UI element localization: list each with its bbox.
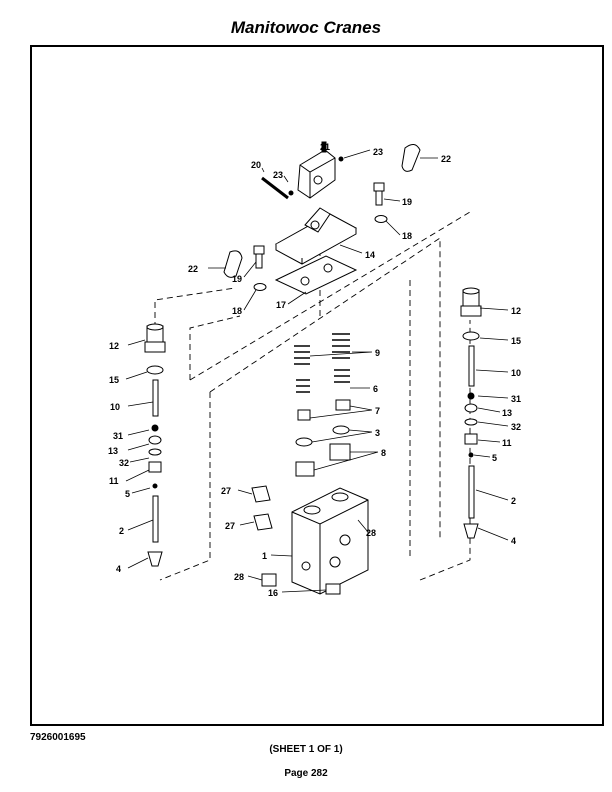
link-22-left <box>223 250 243 278</box>
callout-1: 1 <box>262 551 267 561</box>
callout-28: 28 <box>366 528 376 538</box>
callout-20: 20 <box>251 160 261 170</box>
callout-15: 15 <box>109 375 119 385</box>
callout-14: 14 <box>365 250 375 260</box>
callout-22: 22 <box>188 264 198 274</box>
base-plate-14 <box>274 207 358 265</box>
left-spool-stack <box>144 323 166 567</box>
callout-21: 21 <box>320 142 330 152</box>
page-title: Manitowoc Cranes <box>230 18 382 37</box>
part-number: 7926001695 <box>30 732 86 743</box>
callout-4: 4 <box>511 536 516 546</box>
callout-19: 19 <box>402 197 412 207</box>
callout-32: 32 <box>511 422 521 432</box>
collars-7 <box>297 399 351 421</box>
washer-18-left <box>253 283 267 291</box>
gasket-17 <box>274 255 358 295</box>
screw-19-left <box>253 245 265 269</box>
springs-9 <box>294 333 350 365</box>
sheet-label: (SHEET 1 OF 1) <box>269 744 343 755</box>
callout-19: 19 <box>232 274 242 284</box>
ball-23a <box>288 190 294 196</box>
callout-2: 2 <box>511 496 516 506</box>
callout-18: 18 <box>402 231 412 241</box>
callout-labels: 21 23 20 23 22 19 18 14 22 19 18 17 12 1… <box>108 142 521 598</box>
callout-10: 10 <box>511 368 521 378</box>
right-spool-stack <box>460 287 482 539</box>
callout-32: 32 <box>119 458 129 468</box>
callout-4: 4 <box>116 564 121 574</box>
callout-10: 10 <box>110 402 120 412</box>
callout-31: 31 <box>511 394 521 404</box>
callout-8: 8 <box>381 448 386 458</box>
callout-9: 9 <box>375 348 380 358</box>
callout-18: 18 <box>232 306 242 316</box>
seats-3 <box>295 425 350 447</box>
callout-6: 6 <box>373 384 378 394</box>
callout-5: 5 <box>492 453 497 463</box>
page-number: Page 282 <box>284 768 328 779</box>
callout-22: 22 <box>441 154 451 164</box>
leader-lines <box>125 142 509 593</box>
link-22-right <box>401 144 421 172</box>
retainers-8 <box>295 443 351 477</box>
callout-12: 12 <box>511 306 521 316</box>
pin-20 <box>261 176 289 200</box>
actuator-housing <box>297 141 336 199</box>
drawing-frame <box>30 45 604 726</box>
ball-23b <box>338 156 344 162</box>
callout-5: 5 <box>125 489 130 499</box>
valve-body-1 <box>291 487 369 595</box>
callout-3: 3 <box>375 428 380 438</box>
callout-23: 23 <box>273 170 283 180</box>
callout-12: 12 <box>109 341 119 351</box>
callout-11: 11 <box>109 476 119 486</box>
callout-15: 15 <box>511 336 521 346</box>
screw-19-right <box>373 182 385 206</box>
plug-28-fitting <box>261 573 277 587</box>
callout-2: 2 <box>119 526 124 536</box>
callout-27: 27 <box>221 486 231 496</box>
callout-7: 7 <box>375 406 380 416</box>
callout-13: 13 <box>502 408 512 418</box>
callout-17: 17 <box>276 300 286 310</box>
callout-28: 28 <box>234 572 244 582</box>
plugs-27 <box>251 485 273 531</box>
callout-27: 27 <box>225 521 235 531</box>
callout-23: 23 <box>373 147 383 157</box>
callout-16: 16 <box>268 588 278 598</box>
plug-16 <box>325 583 341 595</box>
washer-18-right <box>374 215 388 223</box>
callout-11: 11 <box>502 438 512 448</box>
callout-31: 31 <box>113 431 123 441</box>
springs-6 <box>296 369 350 393</box>
callout-13: 13 <box>108 446 118 456</box>
assembly-guide-lines <box>154 211 471 581</box>
